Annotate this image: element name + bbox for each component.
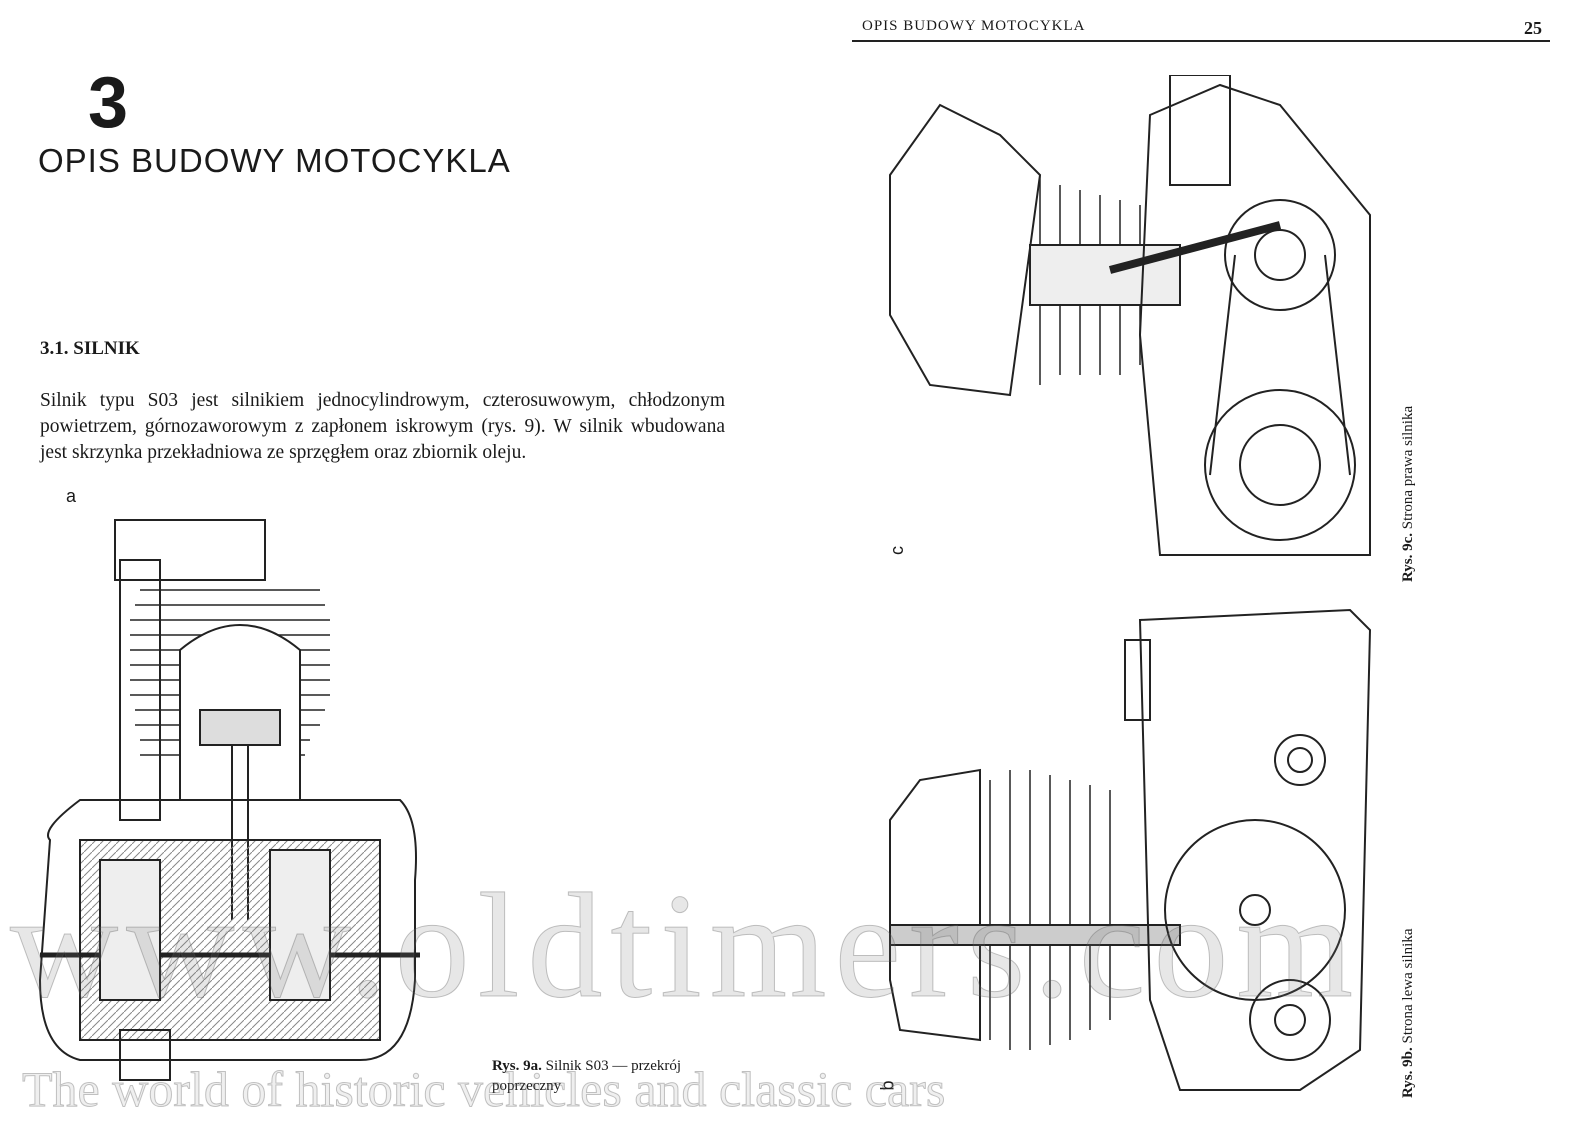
page-number: 25	[1524, 18, 1542, 38]
figure-a-caption-number: Rys. 9a.	[492, 1058, 542, 1074]
header-rule	[852, 40, 1550, 42]
figure-c-caption: Rys. 9c. Strona prawa silnika	[1400, 406, 1417, 582]
figure-b-caption-text: Strona lewa silnika	[1400, 928, 1416, 1048]
watermark-tagline: The world of historic vehicles and class…	[21, 1061, 946, 1118]
watermark-logo: www.oldtimers.com	[9, 863, 1362, 1030]
figure-c-caption-text: Strona prawa silnika	[1400, 405, 1416, 533]
figure-c-caption-number: Rys. 9c.	[1400, 532, 1416, 582]
engine-cross-section-drawing	[38, 519, 420, 1081]
body-paragraph: Silnik typu S03 jest silnikiem jednocyli…	[40, 390, 725, 463]
engine-left-side-drawing	[889, 608, 1372, 1091]
running-head: OPIS BUDOWY MOTOCYKLA	[862, 18, 1086, 34]
chapter-number: 3	[88, 63, 129, 143]
engine-right-side-drawing	[889, 75, 1371, 556]
section-heading: 3.1. SILNIK	[40, 338, 140, 359]
figure-b-caption-number: Rys. 9b.	[1400, 1047, 1416, 1098]
figure-a-caption-text: Silnik S03 — przekrój poprzeczny	[492, 1058, 682, 1094]
figure-b-caption: Rys. 9b. Strona lewa silnika	[1400, 929, 1417, 1098]
figure-a-caption: Rys. 9a. Silnik S03 — przekrój poprzeczn…	[492, 1056, 732, 1096]
chapter-title: OPIS BUDOWY MOTOCYKLA	[38, 142, 511, 179]
figure-a-label: a	[66, 486, 77, 506]
